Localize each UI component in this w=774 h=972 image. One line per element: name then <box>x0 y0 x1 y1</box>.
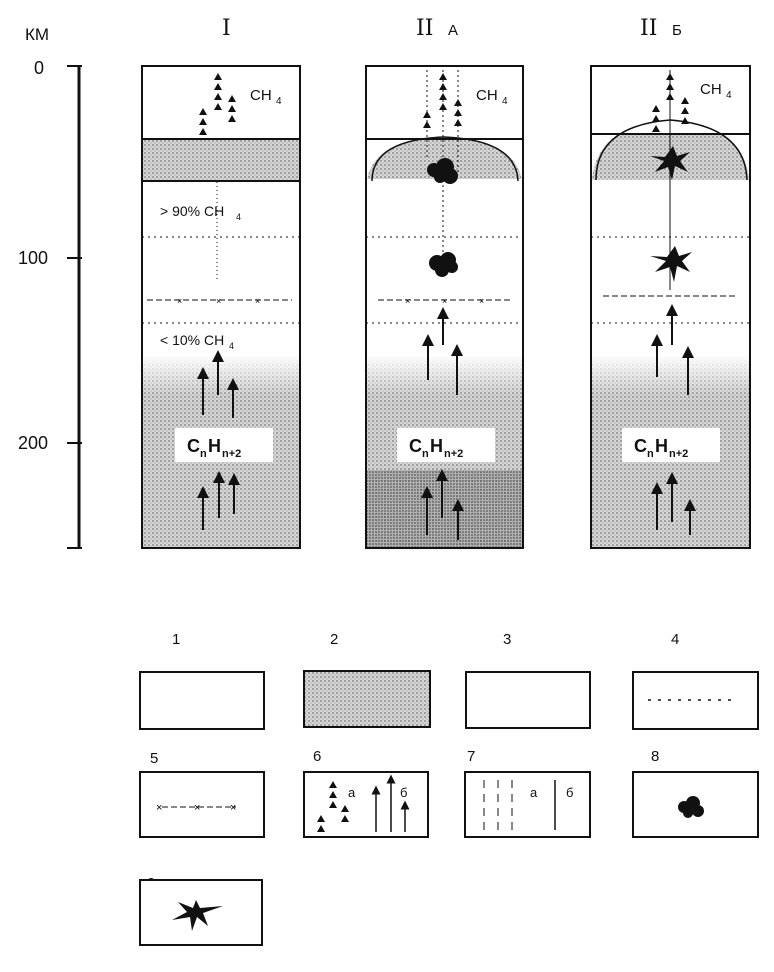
legend-box-7 <box>464 771 591 838</box>
svg-text:H: H <box>655 436 668 456</box>
label-alkane-IIa: C <box>409 436 422 456</box>
legend: 1 2 3 4 5 × × × 6 а б 7 <box>139 631 759 946</box>
axis-unit: КМ <box>25 25 49 44</box>
svg-text:4: 4 <box>229 341 234 351</box>
legend-box-6 <box>303 771 429 838</box>
svg-text:×: × <box>442 296 447 306</box>
column-title-IIa: II <box>416 16 433 41</box>
legend-box-1 <box>139 671 265 730</box>
label-alkane-IIb: C <box>634 436 647 456</box>
svg-text:4: 4 <box>276 96 282 107</box>
legend-blob <box>678 796 704 818</box>
column-title-I: I <box>222 16 231 41</box>
legend-box-3 <box>465 671 591 729</box>
svg-text:×: × <box>194 802 200 814</box>
svg-text:×: × <box>255 296 260 306</box>
svg-text:n: n <box>647 448 654 460</box>
blob-IIa-upper <box>427 158 458 184</box>
column-I: × × × CH 4 > 90% CH 4 < 10% CH 4 C n H n… <box>141 65 301 549</box>
svg-text:n+2: n+2 <box>222 448 241 460</box>
svg-text:×: × <box>405 296 410 306</box>
label-ch4-IIa: CH <box>476 87 498 104</box>
column-IIa: × × × CH 4 C n H <box>365 65 524 549</box>
svg-text:×: × <box>230 802 236 814</box>
legend-num-4: 4 <box>671 631 679 648</box>
blob-IIa-lower <box>429 252 458 277</box>
svg-text:4: 4 <box>502 96 508 107</box>
column-IIb: CH 4 C n H n+2 <box>590 65 751 549</box>
svg-text:×: × <box>479 296 484 306</box>
svg-text:H: H <box>430 436 443 456</box>
label-ch4-IIb: CH <box>700 81 722 98</box>
legend-7-a: а <box>530 785 538 800</box>
star-IIb-upper <box>650 146 690 180</box>
depth-axis: КМ 0 100 200 <box>18 25 82 549</box>
svg-text:H: H <box>208 436 221 456</box>
legend-num-5: 5 <box>150 750 158 767</box>
svg-text:×: × <box>156 802 162 814</box>
star-IIb-lower <box>650 246 692 282</box>
axis-tick-100: 100 <box>18 248 48 268</box>
legend-star <box>172 900 223 931</box>
label-ch4-I: CH <box>250 87 272 104</box>
legend-6-a: а <box>348 785 356 800</box>
label-gt90: > 90% CH <box>160 203 224 219</box>
svg-text:×: × <box>177 296 182 306</box>
legend-num-3: 3 <box>503 631 511 648</box>
svg-text:n+2: n+2 <box>669 448 688 460</box>
svg-text:n: n <box>422 448 429 460</box>
svg-text:n: n <box>200 448 207 460</box>
svg-text:n+2: n+2 <box>444 448 463 460</box>
legend-7-b: б <box>566 785 573 800</box>
column-sub-IIa: А <box>448 22 458 39</box>
axis-tick-0: 0 <box>34 58 44 78</box>
legend-num-7: 7 <box>467 748 475 765</box>
column-sub-IIb: Б <box>672 22 682 39</box>
label-lt10: < 10% CH <box>160 332 224 348</box>
legend-num-1: 1 <box>172 631 180 648</box>
svg-text:×: × <box>216 296 221 306</box>
legend-6-b: б <box>400 785 407 800</box>
legend-box-2 <box>303 670 431 728</box>
legend-num-8: 8 <box>651 748 659 765</box>
legend-box-4 <box>632 671 759 730</box>
column-title-IIb: II <box>640 16 657 41</box>
svg-text:4: 4 <box>726 90 732 101</box>
label-alkane-I: C <box>187 436 200 456</box>
legend-num-6: 6 <box>313 748 321 765</box>
axis-tick-200: 200 <box>18 433 48 453</box>
legend-num-2: 2 <box>330 631 338 648</box>
svg-text:4: 4 <box>236 212 241 222</box>
legend-box-5 <box>139 771 265 838</box>
